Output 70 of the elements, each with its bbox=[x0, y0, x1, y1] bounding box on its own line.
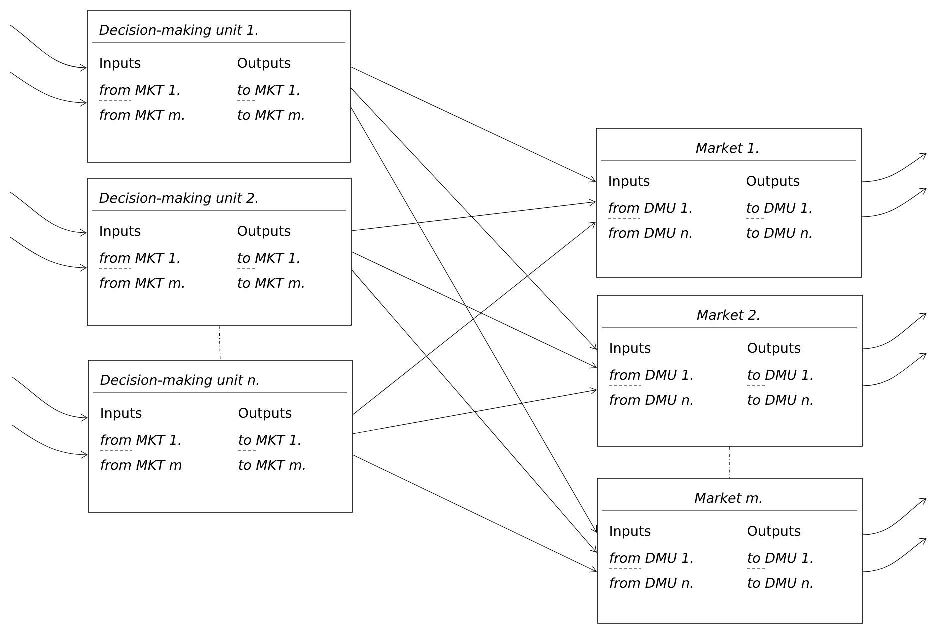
input-arrow bbox=[12, 376, 88, 422]
entry-text: from DMU 1. bbox=[609, 202, 692, 214]
entry-text: from DMU n. bbox=[609, 228, 692, 238]
column-heading: Inputs bbox=[610, 343, 651, 356]
entry-text: from MKT m. bbox=[100, 278, 184, 288]
output-arrow bbox=[862, 153, 928, 182]
box-title: Market 1. bbox=[696, 142, 758, 154]
entry-text: to MKT 1. bbox=[238, 253, 300, 264]
unit-box bbox=[596, 128, 862, 278]
entry-text: to DMU n. bbox=[747, 228, 812, 238]
unit-box bbox=[87, 10, 351, 163]
entry-text: to MKT 1. bbox=[238, 85, 300, 96]
unit-box bbox=[597, 478, 863, 624]
entry-text: from MKT 1. bbox=[100, 252, 180, 264]
unit-box bbox=[87, 178, 352, 326]
output-arrow bbox=[862, 538, 928, 572]
arrow bbox=[350, 88, 597, 350]
column-heading: Outputs bbox=[238, 226, 291, 239]
arrow bbox=[352, 270, 597, 553]
output-arrow bbox=[862, 188, 928, 218]
box-title: Market m. bbox=[695, 492, 762, 504]
entry-text: from DMU 1. bbox=[610, 552, 693, 564]
box-title: Decision-making unit 2. bbox=[100, 192, 258, 206]
entry-text: to DMU 1. bbox=[748, 370, 812, 380]
entry-text: to MKT m. bbox=[239, 460, 305, 470]
entry-text: from MKT 1. bbox=[100, 84, 180, 96]
column-heading: Inputs bbox=[102, 408, 142, 421]
box-title: Decision-making unit 1. bbox=[100, 24, 258, 38]
arrow bbox=[350, 106, 598, 533]
column-heading: Inputs bbox=[610, 526, 651, 539]
input-arrow bbox=[10, 72, 87, 107]
column-heading: Outputs bbox=[239, 408, 292, 421]
entry-text: from MKT 1. bbox=[101, 434, 180, 446]
arrow bbox=[352, 252, 597, 369]
column-heading: Outputs bbox=[748, 342, 801, 356]
output-arrow bbox=[862, 498, 928, 536]
arrow bbox=[350, 66, 596, 183]
input-arrow bbox=[10, 236, 87, 272]
dotted-line bbox=[219, 326, 221, 360]
input-arrow bbox=[12, 424, 88, 459]
unit-box bbox=[88, 360, 353, 513]
box-title: Decision-making unit n. bbox=[100, 374, 259, 388]
input-arrow bbox=[10, 24, 87, 72]
column-heading: Inputs bbox=[610, 176, 650, 189]
entry-text: to DMU n. bbox=[748, 395, 812, 406]
entry-text: from MKT m bbox=[101, 460, 182, 470]
entry-text: from DMU n. bbox=[610, 578, 693, 588]
output-arrow bbox=[862, 313, 928, 350]
column-heading: Inputs bbox=[100, 226, 141, 239]
output-arrow bbox=[862, 353, 928, 386]
entry-text: to MKT 1. bbox=[239, 435, 300, 446]
arrow bbox=[352, 222, 596, 416]
entry-text: from DMU n. bbox=[610, 394, 693, 406]
entry-text: to DMU 1. bbox=[748, 553, 812, 564]
entry-text: from DMU 1. bbox=[610, 370, 693, 380]
column-heading: Outputs bbox=[238, 58, 291, 71]
entry-text: from MKT m. bbox=[100, 110, 184, 120]
arrow bbox=[352, 387, 598, 434]
entry-text: to MKT m. bbox=[238, 110, 304, 120]
arrow bbox=[352, 454, 597, 573]
unit-box bbox=[597, 295, 863, 447]
input-arrow bbox=[10, 192, 87, 237]
column-heading: Outputs bbox=[747, 176, 800, 189]
column-heading: Outputs bbox=[748, 526, 801, 539]
arrow bbox=[352, 199, 596, 232]
entry-text: to MKT m. bbox=[238, 278, 304, 288]
box-title: Market 2. bbox=[697, 310, 760, 320]
entry-text: to DMU 1. bbox=[747, 203, 812, 214]
column-heading: Inputs bbox=[100, 58, 141, 71]
entry-text: to DMU n. bbox=[748, 578, 812, 588]
